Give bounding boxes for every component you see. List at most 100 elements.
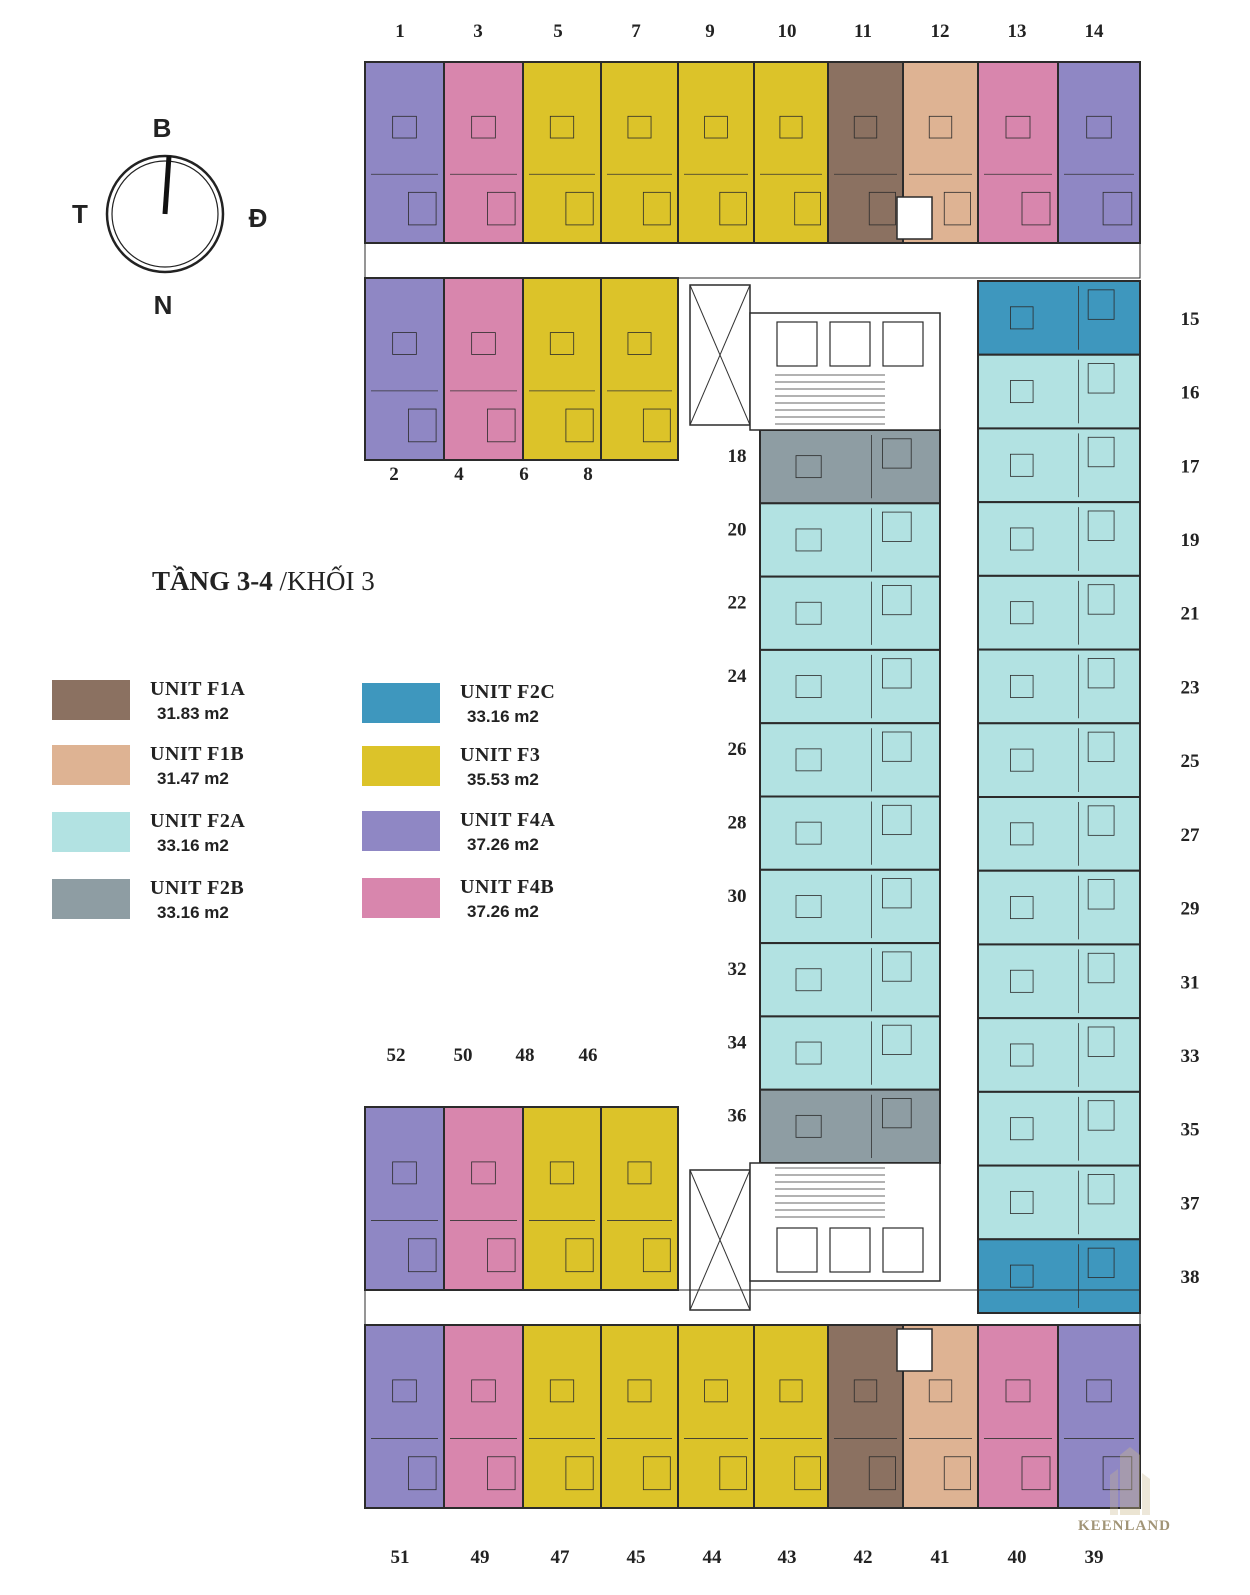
unit-cell bbox=[977, 353, 1141, 430]
unit-number-label: 40 bbox=[1008, 1547, 1027, 1568]
table-icon bbox=[704, 1379, 728, 1403]
table-icon bbox=[795, 821, 822, 845]
unit-number-label: 42 bbox=[854, 1547, 873, 1568]
bathroom-icon bbox=[565, 1456, 594, 1491]
unit-cell bbox=[759, 429, 941, 505]
unit-cell bbox=[677, 1324, 755, 1509]
bathroom-icon bbox=[408, 408, 437, 443]
legend-swatch bbox=[52, 745, 130, 785]
unit-number-label: 23 bbox=[1181, 677, 1200, 698]
bathroom-icon bbox=[882, 1098, 912, 1129]
bathroom-icon bbox=[882, 878, 912, 909]
table-icon bbox=[1010, 453, 1034, 477]
unit-cell bbox=[759, 722, 941, 798]
bathroom-icon bbox=[1087, 731, 1115, 763]
table-icon bbox=[1010, 601, 1034, 625]
table-icon bbox=[795, 601, 822, 625]
table-icon bbox=[1010, 1117, 1034, 1141]
legend-unit-area: 33.16 m2 bbox=[467, 707, 539, 726]
table-icon bbox=[1010, 306, 1034, 330]
table-icon bbox=[1010, 1190, 1034, 1214]
unit-number-label: 12 bbox=[931, 21, 950, 42]
unit-number-label: 31 bbox=[1181, 972, 1200, 993]
unit-cell bbox=[759, 648, 941, 725]
unit-number-label: 2 bbox=[389, 464, 399, 485]
table-icon bbox=[795, 968, 822, 992]
compass: B N T Đ bbox=[72, 113, 267, 320]
bathroom-icon bbox=[1102, 1456, 1133, 1491]
bathroom-icon bbox=[1087, 436, 1115, 468]
unit-number-label: 25 bbox=[1181, 751, 1200, 772]
table-icon bbox=[1010, 822, 1034, 846]
bathroom-icon bbox=[1087, 289, 1115, 320]
table-icon bbox=[928, 1379, 953, 1403]
bathroom-icon bbox=[882, 438, 912, 469]
bathroom-icon bbox=[1087, 1247, 1115, 1279]
unit-number-label: 17 bbox=[1181, 456, 1201, 477]
bathroom-icon bbox=[882, 658, 912, 689]
table-icon bbox=[853, 1379, 878, 1403]
bathroom-icon bbox=[882, 951, 912, 982]
unit-number-label: 43 bbox=[778, 1547, 797, 1568]
unit-cell bbox=[522, 61, 602, 244]
table-icon bbox=[1010, 896, 1034, 920]
table-icon bbox=[1010, 380, 1034, 404]
legend-unit-name: UNIT F1A bbox=[150, 678, 246, 700]
unit-number-label: 9 bbox=[705, 21, 715, 42]
unit-cell bbox=[443, 1106, 524, 1291]
table-icon bbox=[795, 675, 822, 698]
legend-swatch bbox=[362, 811, 440, 851]
unit-number-label: 3 bbox=[473, 21, 483, 42]
unit-cell bbox=[977, 61, 1059, 244]
elevator-icon bbox=[882, 1227, 924, 1273]
unit-number-label: 28 bbox=[728, 813, 747, 834]
unit-cell bbox=[977, 501, 1141, 577]
legend-swatch bbox=[52, 680, 130, 720]
table-icon bbox=[779, 1379, 803, 1403]
unit-number-label: 18 bbox=[728, 446, 747, 467]
bathroom-icon bbox=[719, 1456, 747, 1491]
table-icon bbox=[1010, 527, 1034, 551]
unit-cell bbox=[977, 1090, 1141, 1167]
elevator-icon bbox=[896, 196, 933, 240]
unit-cell bbox=[759, 795, 941, 871]
bathroom-icon bbox=[487, 191, 516, 226]
bathroom-icon bbox=[1021, 191, 1051, 226]
unit-cell bbox=[759, 868, 941, 945]
table-icon bbox=[549, 1379, 575, 1403]
unit-cell bbox=[600, 277, 679, 461]
bathroom-icon bbox=[487, 408, 516, 443]
bathroom-icon bbox=[487, 1456, 516, 1491]
unit-number-label: 48 bbox=[516, 1045, 535, 1066]
unit-cell bbox=[364, 1324, 445, 1509]
compass-north: B bbox=[153, 113, 172, 143]
bathroom-icon bbox=[565, 408, 594, 443]
unit-number-label: 32 bbox=[728, 959, 747, 980]
unit-number-label: 50 bbox=[454, 1045, 473, 1066]
legend-unit-name: UNIT F2C bbox=[460, 681, 556, 703]
bathroom-icon bbox=[1021, 1456, 1051, 1491]
unit-number-label: 35 bbox=[1181, 1120, 1200, 1141]
bathroom-icon bbox=[642, 191, 671, 226]
compass-east: Đ bbox=[249, 203, 268, 233]
unit-cell bbox=[600, 1324, 679, 1509]
unit-cell bbox=[827, 61, 904, 244]
watermark-logo-icon bbox=[1070, 1445, 1190, 1555]
unit-cell bbox=[759, 942, 941, 1018]
elevator-icon bbox=[882, 321, 924, 367]
table-icon bbox=[1010, 674, 1034, 698]
bathroom-icon bbox=[1087, 510, 1115, 541]
legend-unit-name: UNIT F4A bbox=[460, 809, 556, 831]
elevator-icon bbox=[776, 321, 818, 367]
unit-number-label: 37 bbox=[1181, 1193, 1201, 1214]
unit-number-label: 11 bbox=[854, 21, 872, 42]
legend-unit-area: 33.16 m2 bbox=[157, 903, 229, 922]
unit-cell bbox=[677, 61, 755, 244]
bathroom-icon bbox=[1087, 1174, 1115, 1205]
legend-unit-area: 31.83 m2 bbox=[157, 704, 229, 723]
unit-cell bbox=[443, 61, 524, 244]
bathroom-icon bbox=[408, 1238, 437, 1273]
unit-cell bbox=[977, 869, 1141, 946]
table-icon bbox=[853, 115, 878, 139]
table-icon bbox=[795, 895, 822, 918]
